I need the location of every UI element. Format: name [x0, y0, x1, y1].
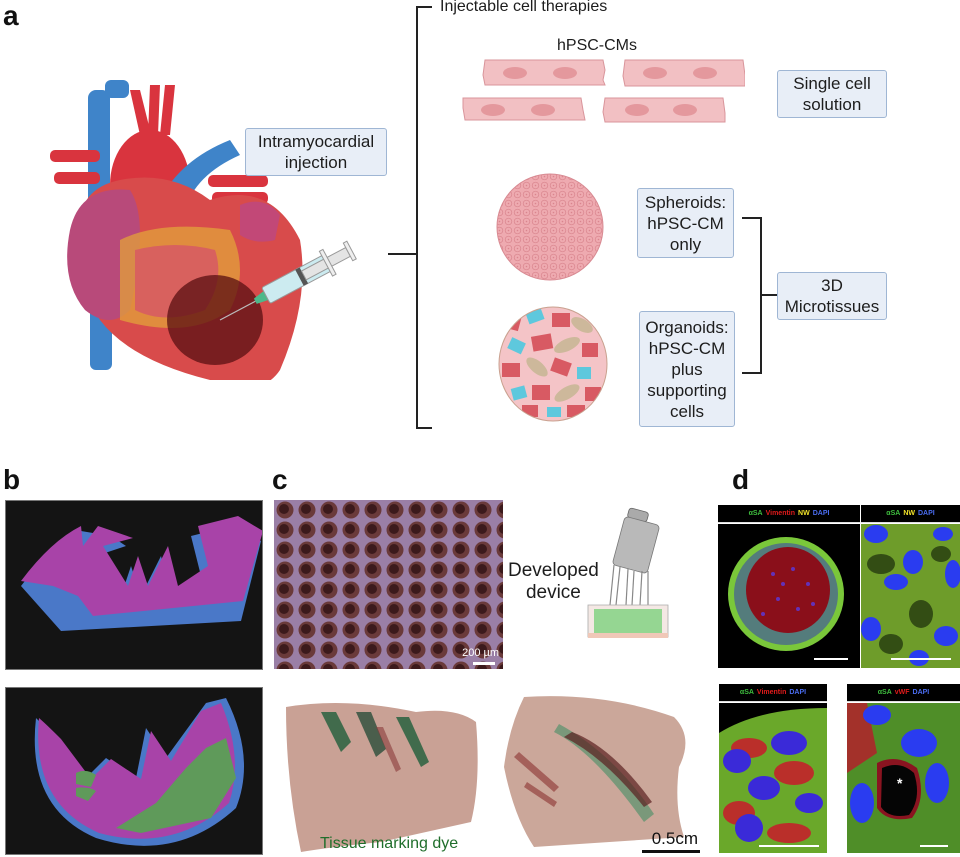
organoid-fluorescence — [728, 537, 848, 660]
tissue-sample-shape — [286, 703, 478, 852]
stain-label: DAPI — [917, 510, 935, 517]
label-line: only — [669, 234, 702, 254]
label-line: hPSC-CM — [647, 213, 724, 233]
label-line: Organoids: — [645, 317, 729, 337]
tissue-sample-image-left: Tissue marking dye — [276, 687, 491, 855]
label-line: Single cell — [793, 74, 871, 93]
intramyocardial-injection-label: Intramyocardial injection — [245, 128, 387, 176]
label-line: cells — [669, 401, 704, 421]
main-bracket-vertical — [416, 6, 418, 428]
label-line: plus — [671, 359, 703, 379]
injection-device-illustration — [587, 507, 669, 638]
label-line: Intramyocardial — [257, 132, 375, 151]
heart-illustration — [50, 80, 357, 380]
vimentin-fluorescence — [719, 708, 827, 853]
label-line: 3D — [821, 276, 843, 295]
main-bracket-bottom — [416, 427, 432, 429]
stain-label: vWF — [894, 689, 910, 696]
stain-label: αSA — [739, 689, 754, 696]
stain-header-1: αSA Vimentin NW DAPI — [718, 505, 860, 523]
stain-label: αSA — [886, 510, 901, 517]
developed-device-label: Developed device — [508, 560, 599, 604]
tissue-marking-dye-label: Tissue marking dye — [320, 835, 459, 852]
stain-label: DAPI — [812, 510, 830, 517]
fluorescence-image-vimentin — [719, 703, 827, 853]
tissue-sample-shape — [504, 696, 686, 847]
sub-bracket-connector — [760, 294, 778, 296]
stain-label: NW — [798, 510, 810, 517]
microtissue-pattern — [274, 500, 503, 669]
spheroid-illustration — [496, 173, 604, 281]
label-line: device — [525, 582, 581, 603]
segmentation-shape — [21, 516, 262, 631]
panel-b-letter: b — [3, 464, 21, 495]
segmentation-image-bottom — [5, 687, 263, 855]
panel-a-letter: a — [3, 0, 19, 31]
single-cell-solution-label: Single cell solution — [777, 70, 887, 118]
cardiomyocyte-cells-illustration — [462, 59, 745, 123]
stain-header-3: αSA Vimentin DAPI — [719, 684, 827, 702]
scale-bar-200um-label: 200 µm — [462, 647, 499, 659]
fluorescence-image-nanowire — [861, 524, 960, 668]
microtissue-brightfield-image: 200 µm — [274, 500, 503, 669]
tissue-sample-image-right: 0.5cm — [494, 687, 704, 855]
spheroids-label: Spheroids: hPSC-CM only — [637, 188, 734, 258]
asterisk-marker: * — [897, 775, 903, 791]
scale-bar-05cm-label: 0.5cm — [651, 829, 698, 848]
stain-label: DAPI — [789, 689, 807, 696]
stain-label: αSA — [748, 510, 763, 517]
stain-header-4: αSA vWF DAPI — [847, 684, 960, 702]
sub-bracket-top — [742, 217, 761, 219]
fluorescence-image-vwf: * — [847, 703, 960, 853]
vwf-fluorescence — [847, 703, 960, 853]
label-line: injection — [284, 153, 348, 172]
organoids-label: Organoids: hPSC-CM plus supporting cells — [639, 311, 735, 427]
panel-c-letter: c — [272, 464, 288, 495]
label-line: Developed — [508, 560, 599, 581]
stain-label: DAPI — [912, 689, 930, 696]
label-line: Spheroids: — [644, 192, 727, 212]
injectable-cell-therapies-title: Injectable cell therapies — [440, 0, 608, 15]
segmentation-shape — [34, 698, 244, 846]
stain-label: Vimentin — [756, 689, 787, 696]
stain-label: Vimentin — [765, 510, 796, 517]
3d-microtissues-label: 3D Microtissues — [777, 272, 887, 320]
label-line: supporting — [647, 380, 727, 400]
organoid-illustration — [498, 306, 608, 422]
scale-bar-200um — [473, 662, 495, 665]
stain-label: αSA — [877, 689, 892, 696]
label-line: hPSC-CM — [648, 338, 726, 358]
fluorescence-image-organoid — [718, 524, 860, 668]
main-bracket-connector — [388, 253, 417, 255]
sub-bracket-bottom — [742, 372, 761, 374]
nanowire-fluorescence — [861, 524, 960, 668]
hpsc-cms-label: hPSC-CMs — [557, 37, 638, 54]
main-bracket-top — [416, 6, 432, 8]
label-line: Microtissues — [784, 297, 880, 316]
stain-label: NW — [903, 510, 915, 517]
segmentation-image-top — [5, 500, 263, 670]
scale-bar — [920, 845, 948, 847]
stain-header-2: αSA NW DAPI — [861, 505, 960, 523]
label-line: solution — [802, 95, 862, 114]
scale-bar-05cm — [642, 850, 700, 853]
panel-d-letter: d — [732, 464, 750, 495]
